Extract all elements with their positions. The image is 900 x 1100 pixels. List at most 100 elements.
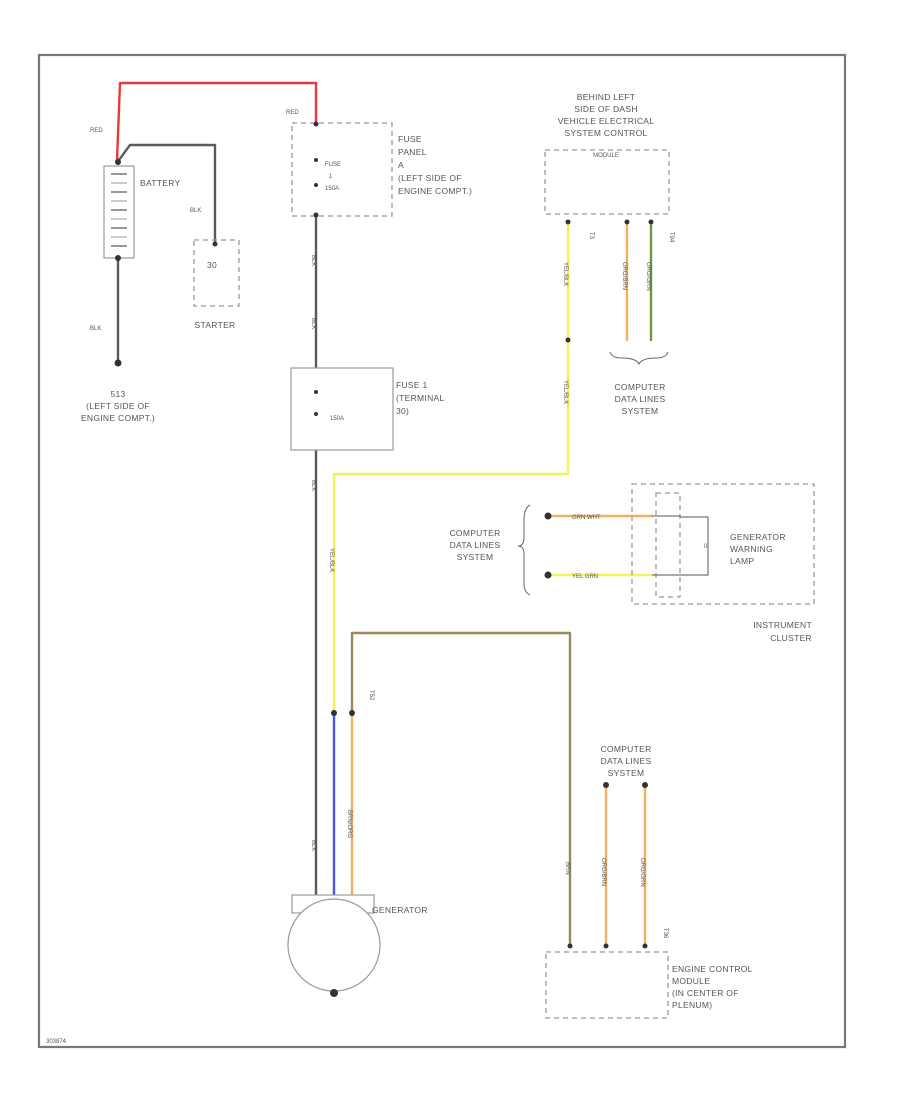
fuse-panel-input bbox=[313, 121, 319, 127]
wire-label-org-grn-bottom: ORG/GRN bbox=[639, 858, 645, 887]
fuse-panel-label-5: ENGINE COMPT.) bbox=[398, 186, 472, 196]
ground-id: 513 bbox=[110, 389, 125, 399]
starter-label: STARTER bbox=[195, 320, 236, 330]
module-label-2: SYSTEM CONTROL bbox=[564, 128, 647, 138]
wire-label-red-battery: RED bbox=[90, 128, 103, 134]
wire-label-brn-org: BRN/ORG bbox=[346, 810, 352, 838]
wire-label-blk-1: BLK bbox=[310, 255, 316, 266]
data-lines-top-3: SYSTEM bbox=[622, 406, 659, 416]
fuse-panel-output bbox=[313, 212, 319, 218]
ground-location-line-1: (LEFT SIDE OF bbox=[86, 401, 150, 411]
data-lines-bottom-2: DATA LINES bbox=[601, 756, 652, 766]
ecm-box bbox=[545, 951, 669, 1019]
wire-label-blk-ground: BLK bbox=[90, 326, 101, 332]
module-location-1: BEHIND LEFT bbox=[577, 92, 636, 102]
data-lines-brace-top bbox=[609, 351, 669, 366]
figure-id: 303874 bbox=[46, 1039, 67, 1045]
wire-label-blk-3: BLK bbox=[310, 480, 316, 491]
fuse-terminal-pin-1 bbox=[314, 390, 318, 394]
starter-terminal-label: 30 bbox=[207, 260, 217, 270]
fuse-terminal-pin-2 bbox=[314, 412, 318, 416]
connector-t36-label: T36 bbox=[662, 928, 668, 939]
fuse-panel-fuse-line-2: 1 bbox=[329, 174, 333, 180]
generator-ground bbox=[330, 989, 338, 997]
data-lines-top-1: COMPUTER bbox=[614, 382, 665, 392]
data-lines-mid-3: SYSTEM bbox=[457, 552, 494, 562]
starter-box bbox=[193, 239, 240, 307]
battery-symbol bbox=[103, 165, 135, 259]
data-lines-mid-2: DATA LINES bbox=[450, 540, 501, 550]
fuse-panel-fuse-line-3: 150A bbox=[325, 186, 339, 192]
data-lines-bottom-1: COMPUTER bbox=[600, 744, 651, 754]
ecm-label-3: (IN CENTER OF bbox=[672, 988, 739, 998]
ecm-data-pin-left bbox=[603, 782, 609, 788]
wire-label-yel-blk-3: YEL/BLK bbox=[328, 548, 334, 572]
cluster-pin-top bbox=[544, 512, 552, 520]
fuse-terminal-rating: 150A bbox=[330, 416, 344, 422]
mid-wire-2-label: YEL GRN bbox=[572, 574, 598, 580]
starter-terminal bbox=[212, 241, 218, 247]
data-lines-mid-1: COMPUTER bbox=[449, 528, 500, 538]
module-label-1: VEHICLE ELECTRICAL bbox=[558, 116, 655, 126]
generator-label: GENERATOR bbox=[372, 905, 428, 915]
gen-connector-orange bbox=[349, 710, 355, 716]
instrument-cluster-2: CLUSTER bbox=[770, 633, 812, 643]
cluster-pin-bottom bbox=[544, 571, 552, 579]
yellow-splice bbox=[565, 337, 571, 343]
wire-label-org-brn-top: ORG/BRN bbox=[621, 262, 627, 290]
fuse-terminal-label-2: (TERMINAL bbox=[396, 393, 445, 403]
gen-connector-yellow bbox=[331, 710, 337, 716]
fuse-panel-box bbox=[291, 122, 393, 217]
wire-brown-ecm-generator bbox=[350, 631, 572, 947]
wire-label-blk-2: BLK bbox=[310, 318, 316, 329]
ecm-label-4: PLENUM) bbox=[672, 1000, 712, 1010]
module-pin-green bbox=[648, 219, 654, 225]
ecm-pin-brown bbox=[567, 943, 573, 949]
generator-symbol bbox=[287, 898, 381, 992]
diagram-frame bbox=[37, 53, 847, 1049]
ground-location-line-2: ENGINE COMPT.) bbox=[81, 413, 155, 423]
wire-black-battery-starter bbox=[117, 143, 217, 244]
module-label-3: MODULE bbox=[593, 153, 619, 159]
wire-label-org-grn-top: ORG/GRN bbox=[645, 262, 651, 291]
ecm-data-pin-right bbox=[642, 782, 648, 788]
mid-wire-1-label: GRN WHT bbox=[572, 515, 601, 521]
module-pin-yellow bbox=[565, 219, 571, 225]
fuse-terminal-box bbox=[290, 367, 394, 451]
cluster-inner-box bbox=[655, 492, 681, 598]
module-location-2: SIDE OF DASH bbox=[574, 104, 638, 114]
ecm-pin-orange-2 bbox=[642, 943, 648, 949]
fuse-panel-pin-2 bbox=[314, 183, 318, 187]
data-lines-top-2: DATA LINES bbox=[615, 394, 666, 404]
module-pin-orange bbox=[624, 219, 630, 225]
ecm-pin-orange-1 bbox=[603, 943, 609, 949]
ecm-label-2: MODULE bbox=[672, 976, 710, 986]
instrument-cluster-box bbox=[631, 483, 815, 605]
instrument-cluster-1: INSTRUMENT bbox=[753, 620, 812, 630]
wire-label-yel-blk-2: YEL/BLK bbox=[562, 380, 568, 404]
fuse-panel-label-2: PANEL bbox=[398, 147, 427, 157]
wire-yellow-module-generator bbox=[332, 223, 570, 715]
warning-lamp-3: LAMP bbox=[730, 556, 754, 566]
fuse-terminal-label-3: 30) bbox=[396, 406, 409, 416]
wire-label-org-brn-bottom: ORG/BRN bbox=[600, 858, 606, 886]
ecm-label-1: ENGINE CONTROL bbox=[672, 964, 753, 974]
data-lines-bottom-3: SYSTEM bbox=[608, 768, 645, 778]
battery-positive-terminal bbox=[115, 159, 121, 165]
ground-point bbox=[114, 359, 122, 367]
warning-lamp-1: GENERATOR bbox=[730, 532, 786, 542]
connector-t3-label: T3 bbox=[588, 232, 594, 240]
wire-label-blk-starter: BLK bbox=[190, 208, 201, 214]
data-lines-brace-mid bbox=[517, 504, 531, 596]
fuse-panel-label-3: A bbox=[398, 160, 404, 170]
battery-label: BATTERY bbox=[140, 178, 181, 188]
wire-red-battery-fuse bbox=[115, 81, 318, 162]
connector-t52-label: T52 bbox=[368, 690, 374, 701]
warning-lamp-circuit bbox=[652, 515, 709, 576]
fuse-panel-label-4: (LEFT SIDE OF bbox=[398, 173, 462, 183]
wire-label-brn: BRN bbox=[564, 862, 570, 875]
wire-label-red-fuse: RED bbox=[286, 110, 299, 116]
wire-label-blk-4: BLK bbox=[310, 840, 316, 851]
fuse-panel-pin-1 bbox=[314, 158, 318, 162]
